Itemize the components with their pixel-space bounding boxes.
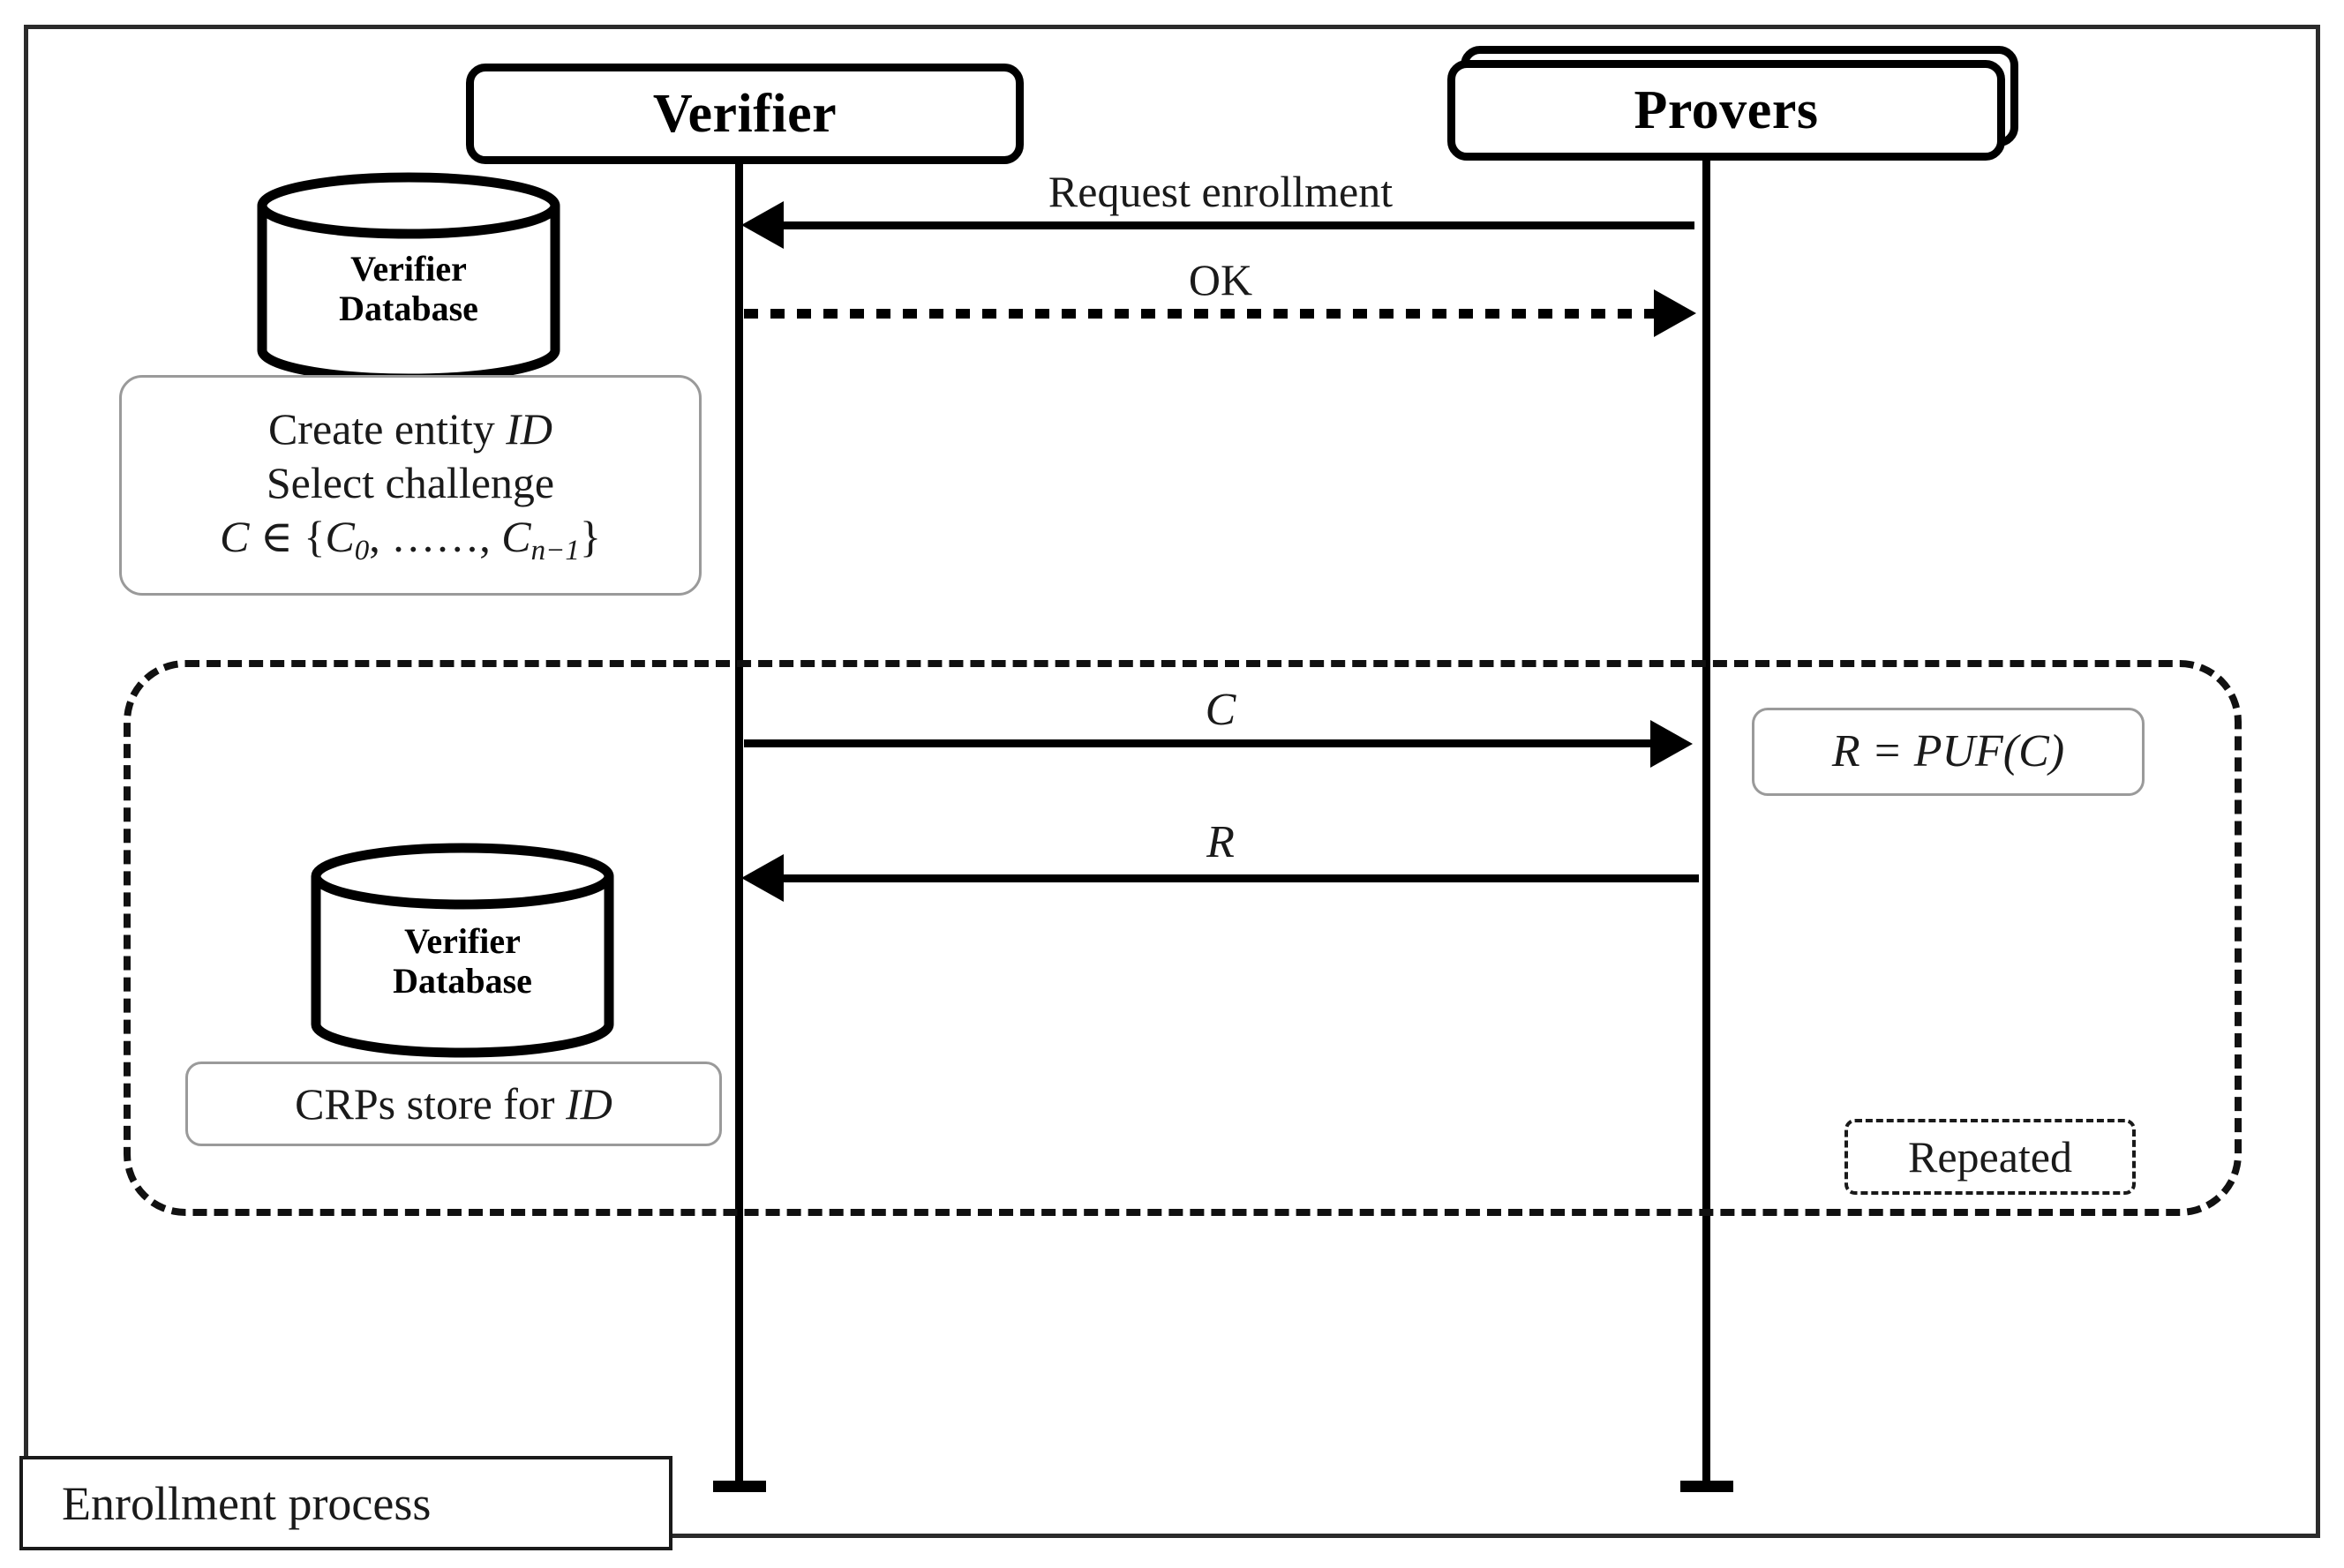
participant-verifier-label: Verifier bbox=[652, 83, 838, 144]
lifeline-verifier bbox=[735, 157, 743, 1481]
create-entity-text: Create entity bbox=[267, 403, 507, 454]
puf-fn: PUF bbox=[1913, 726, 2003, 777]
participant-provers[interactable]: Provers bbox=[1447, 60, 2005, 161]
database-cylinder-icon bbox=[311, 843, 614, 1058]
challenge-dots: , ……, bbox=[369, 511, 502, 561]
message-line-c bbox=[744, 739, 1657, 747]
challenge-close: } bbox=[579, 511, 601, 561]
challenge-c0-sub: 0 bbox=[354, 534, 370, 566]
note-puf-computation: R = PUF(C) bbox=[1752, 708, 2145, 796]
challenge-cn-sub: n−1 bbox=[530, 534, 580, 566]
message-line-ok bbox=[744, 309, 1662, 319]
database-cylinder-icon bbox=[257, 172, 560, 384]
create-entity-id: ID bbox=[506, 403, 553, 454]
diagram-caption-label: Enrollment process bbox=[62, 1476, 432, 1530]
message-label-ok: OK bbox=[1188, 255, 1253, 304]
arrowhead-ok bbox=[1654, 289, 1696, 337]
participant-verifier[interactable]: Verifier bbox=[466, 64, 1024, 164]
lifeline-foot-provers bbox=[1680, 1481, 1733, 1492]
crps-id: ID bbox=[566, 1078, 612, 1129]
note-line-puf: R = PUF(C) bbox=[1832, 724, 2064, 779]
challenge-c: C bbox=[220, 511, 250, 561]
note-line-create-entity: Create entity ID bbox=[268, 402, 552, 456]
loop-tag-label: Repeated bbox=[1907, 1132, 2072, 1182]
puf-close: ) bbox=[2048, 726, 2065, 777]
loop-fragment-repeated bbox=[124, 660, 2242, 1216]
message-label-r: R bbox=[735, 816, 1706, 868]
puf-eq: = bbox=[1859, 726, 1914, 777]
loop-tag-repeated: Repeated bbox=[1844, 1119, 2136, 1195]
message-c-text: C bbox=[1205, 685, 1236, 735]
crps-text: CRPs store for bbox=[295, 1078, 567, 1129]
message-line-request-enrollment bbox=[777, 221, 1694, 229]
arrowhead-r bbox=[741, 854, 784, 902]
challenge-in: ∈ { bbox=[249, 511, 326, 561]
message-r-text: R bbox=[1206, 817, 1235, 867]
message-line-r bbox=[777, 874, 1699, 882]
verifier-database-bottom: Verifier Database bbox=[307, 843, 618, 1059]
puf-arg: C bbox=[2018, 726, 2049, 777]
challenge-c0: C bbox=[325, 511, 355, 561]
message-label-request-enrollment: Request enrollment bbox=[1048, 167, 1394, 216]
lifeline-provers bbox=[1702, 150, 1710, 1481]
arrowhead-c bbox=[1650, 720, 1693, 768]
arrowhead-request-enrollment bbox=[741, 201, 784, 249]
note-line-challenge-set: C ∈ {C0, ……, Cn−1} bbox=[220, 510, 601, 568]
diagram-caption: Enrollment process bbox=[19, 1456, 672, 1550]
note-crps-store: CRPs store for ID bbox=[185, 1062, 722, 1146]
participant-provers-label: Provers bbox=[1634, 79, 1819, 140]
note-verifier-setup: Create entity ID Select challenge C ∈ {C… bbox=[119, 375, 702, 596]
lifeline-foot-verifier bbox=[713, 1481, 766, 1492]
verifier-database-top: Verifier Database bbox=[253, 172, 564, 384]
puf-open: ( bbox=[2002, 726, 2019, 777]
challenge-cn: C bbox=[501, 511, 531, 561]
message-label-c: C bbox=[735, 684, 1706, 736]
note-line-crps: CRPs store for ID bbox=[295, 1077, 612, 1131]
puf-r: R bbox=[1831, 726, 1860, 777]
note-line-select-challenge: Select challenge bbox=[266, 457, 555, 507]
